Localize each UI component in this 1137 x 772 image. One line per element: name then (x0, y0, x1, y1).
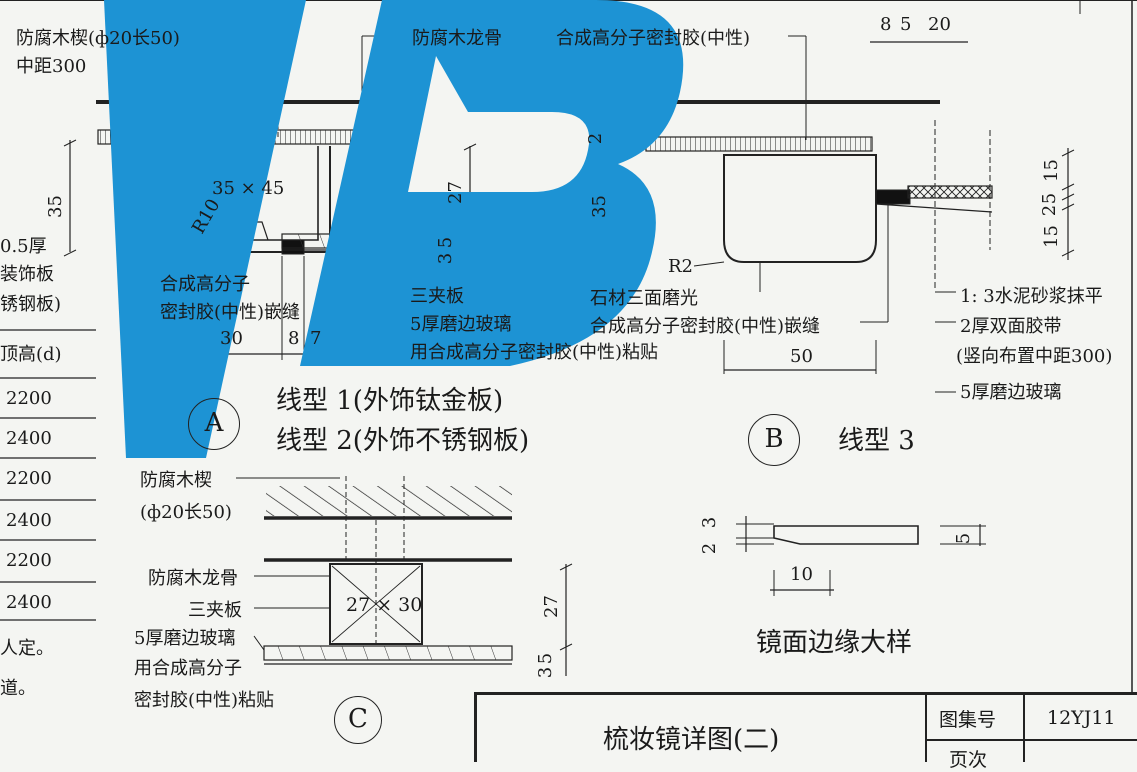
detail-c-drawing (236, 476, 573, 676)
a-sealant-label-2: 密封胶(中性)嵌缝 (160, 302, 301, 323)
title-block: 梳妆镜详图(二) 图集号 12YJ11 页次 (474, 692, 1137, 771)
b-glass-label: 5厚磨边玻璃 (960, 382, 1062, 403)
c-glass-label: 5厚磨边玻璃 (134, 628, 236, 649)
a-caption-2: 线型 2(外饰不锈钢板) (276, 426, 530, 456)
c-glue-label-1: 用合成高分子 (134, 658, 242, 679)
a-dim-8: 8 (288, 328, 300, 349)
a-glue-label: 用合成高分子密封胶(中性)粘贴 (410, 342, 659, 363)
b-right-dim-2: 2 (1039, 204, 1061, 217)
left-table-row: 2200 (6, 388, 52, 409)
c-keel-label: 防腐木龙骨 (148, 568, 238, 589)
watermark-logo (104, 0, 684, 458)
a-wedge-label: 防腐木楔(ф20长50) (16, 28, 180, 49)
edge-dim-2: 2 (699, 542, 721, 555)
b-sealant-top-label: 合成高分子密封胶(中性) (556, 28, 751, 49)
title-block-divider-2 (1023, 695, 1025, 762)
b-radius-label: R2 (668, 256, 694, 277)
a-section-label: 35 × 45 (212, 178, 285, 199)
a-dim-30: 30 (220, 328, 243, 349)
a-wedge-spacing-label: 中距300 (16, 56, 87, 77)
a-dim-3: 3 (435, 252, 457, 265)
atlas-number-label: 图集号 (939, 709, 997, 731)
edge-detail-drawing (736, 516, 986, 596)
c-plywood-label: 三夹板 (188, 600, 242, 621)
b-stone-label: 石材三面磨光 (590, 288, 698, 309)
a-caption-1: 线型 1(外饰钛金板) (276, 386, 504, 416)
atlas-number: 12YJ11 (1047, 707, 1116, 729)
a-glass-label: 5厚磨边玻璃 (410, 314, 512, 335)
a-left-note-1: 0.5厚 (0, 236, 47, 257)
left-table-row: 2200 (6, 468, 52, 489)
b-dim-35: 35 (588, 195, 610, 218)
a-keel-label: 防腐木龙骨 (412, 28, 502, 49)
left-table-row: 2400 (6, 592, 52, 613)
b-mortar-label: 1: 3水泥砂浆抹平 (960, 286, 1103, 307)
detail-b-drawing (609, 35, 1075, 393)
left-note-2: 道。 (0, 678, 36, 699)
b-right-dim-5: 5 (1039, 192, 1061, 205)
c-dim-27: 27 (540, 595, 562, 618)
left-table-row: 2400 (6, 510, 52, 531)
b-dim-20: 20 (928, 14, 951, 35)
drawing-title: 梳妆镜详图(二) (603, 725, 780, 755)
edge-dim-3: 3 (699, 516, 721, 529)
edge-dim-10: 10 (790, 564, 813, 585)
detail-c-marker: C (334, 696, 382, 744)
a-dim-5: 5 (435, 236, 457, 249)
a-dim-27: 27 (444, 181, 466, 204)
c-wedge-label-2: (ф20长50) (140, 502, 232, 523)
c-dim-3: 3 (535, 666, 557, 679)
b-tape-note: (竖向布置中距300) (956, 346, 1113, 367)
left-table-row: 2400 (6, 428, 52, 449)
a-left-note-3: 锈钢板) (0, 294, 62, 315)
edge-detail-caption: 镜面边缘大样 (756, 628, 913, 658)
title-block-divider-1 (925, 695, 927, 762)
detail-a-marker: A (188, 398, 240, 450)
edge-dim-5: 5 (953, 532, 975, 545)
left-note-1: 人定。 (0, 638, 54, 659)
b-right-dim-15b: 15 (1040, 225, 1062, 248)
c-dim-5: 5 (535, 652, 557, 665)
b-right-dim-15a: 15 (1040, 159, 1062, 182)
b-dim-8: 8 (880, 14, 892, 35)
b-tape-label: 2厚双面胶带 (960, 316, 1062, 337)
a-sealant-label-1: 合成高分子 (160, 274, 250, 295)
frame-lines (0, 0, 1137, 692)
a-dim-7: 7 (310, 328, 322, 349)
b-dim-2: 2 (585, 132, 607, 145)
c-glue-label-2: 密封胶(中性)粘贴 (134, 690, 275, 711)
c-wedge-label-1: 防腐木楔 (140, 470, 212, 491)
a-left-note-2: 装饰板 (0, 264, 54, 285)
left-table-lines (0, 329, 96, 621)
a-plywood-label: 三夹板 (410, 286, 464, 307)
left-table-header: 顶高(d) (0, 344, 62, 365)
detail-b-marker: B (748, 414, 800, 466)
title-block-hline (925, 739, 1137, 741)
b-dim-5: 5 (900, 14, 912, 35)
b-caption: 线型 3 (838, 426, 915, 456)
left-table-row: 2200 (6, 550, 52, 571)
a-dim-35: 35 (44, 195, 66, 218)
b-sealant-label: 合成高分子密封胶(中性)嵌缝 (590, 316, 821, 337)
c-section-label: 27 × 30 (346, 594, 423, 616)
b-dim-50: 50 (790, 346, 813, 367)
